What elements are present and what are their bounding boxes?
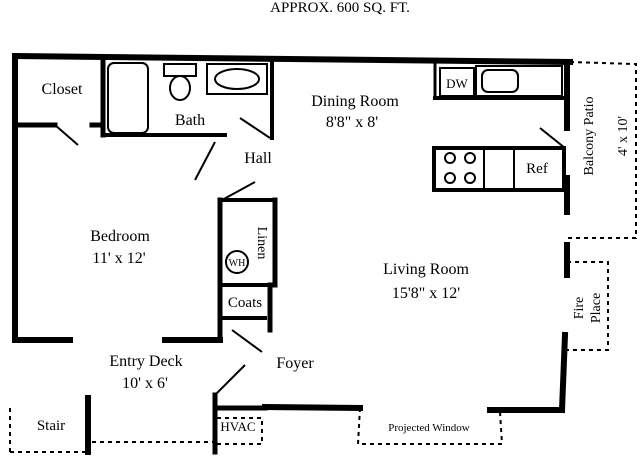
bedroom-size: 11' x 12' [92, 250, 145, 267]
entry-deck-label: Entry Deck [109, 353, 182, 370]
closet-label: Closet [42, 81, 83, 98]
foyer-label: Foyer [276, 355, 314, 372]
hvac-label: HVAC [220, 419, 255, 434]
burner-icon [464, 172, 476, 184]
kitchen-sink-icon [481, 69, 519, 93]
dishwasher-label: DW [446, 76, 468, 91]
balcony-patio-label: Balcony Patio [582, 97, 597, 176]
fire-place-label-1: Fire [572, 297, 587, 320]
stair-label: Stair [37, 418, 65, 434]
door-swings [54, 117, 566, 396]
bath-label: Bath [175, 112, 205, 129]
range-counter [432, 146, 566, 192]
bedroom-label: Bedroom [90, 228, 150, 245]
outdoor-dashed-outlines [9, 61, 637, 453]
bath-fixtures [107, 62, 268, 134]
balcony-patio-size: 4' x 10' [616, 116, 631, 156]
exterior-walls [11, 52, 574, 455]
bathtub-icon [107, 62, 149, 134]
water-heater-label: WH [229, 258, 246, 269]
living-room-label: Living Room [383, 261, 469, 278]
linen-label: Linen [254, 227, 269, 260]
entry-deck-size: 10' x 6' [122, 375, 168, 392]
living-room-size: 15'8" x 12' [392, 285, 460, 302]
room-labels: Closet Bath Dining Room 8'8" x 8' Hall B… [37, 81, 631, 434]
burner-icon [444, 172, 456, 184]
kitchen-fixtures: DW Ref [432, 65, 566, 192]
toilet-bowl-icon [169, 75, 191, 101]
coats-label: Coats [228, 295, 262, 311]
dishwasher-box [439, 67, 475, 97]
area-title: APPROX. 600 SQ. FT. [270, 0, 410, 16]
sink-icon [214, 68, 260, 90]
dining-room-label: Dining Room [311, 93, 399, 110]
hall-label: Hall [244, 150, 272, 167]
projected-window-label: Projected Window [388, 422, 470, 434]
water-heater-icon [225, 250, 249, 274]
dining-room-size: 8'8" x 8' [326, 114, 378, 131]
interior-walls [15, 55, 567, 343]
kitchen-sink-box [475, 65, 563, 97]
refrigerator-label: Ref [526, 161, 548, 177]
fire-place-label-2: Place [589, 293, 604, 323]
burner-icon [444, 152, 456, 164]
toilet-tank-icon [163, 63, 197, 77]
burner-icon [464, 152, 476, 164]
vanity-icon [206, 63, 268, 95]
